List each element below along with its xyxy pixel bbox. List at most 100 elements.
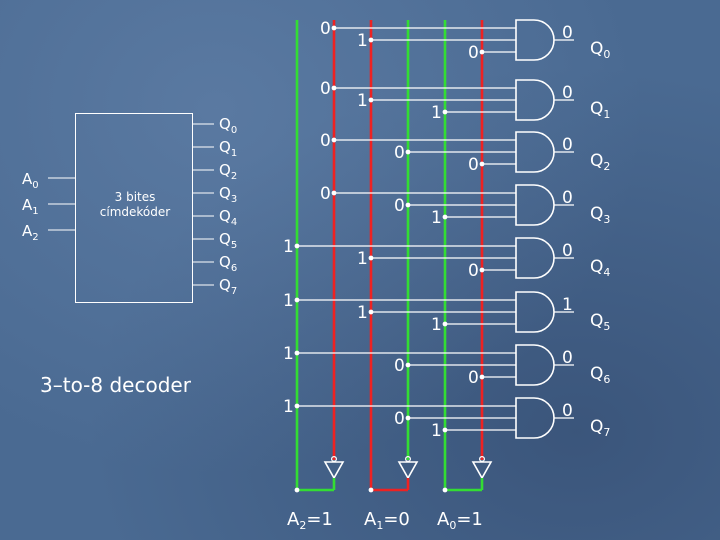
inverter-bubble-a2 xyxy=(331,456,338,463)
output-label-q2: Q2 xyxy=(219,161,238,182)
and-gate-2 xyxy=(515,131,555,173)
input-node-a0 xyxy=(442,487,448,493)
output-label-q3: Q3 xyxy=(219,184,238,205)
input-node-a2 xyxy=(294,487,300,493)
inverter-bubble-a1 xyxy=(405,456,412,463)
and-gate-4 xyxy=(515,237,555,279)
gate-3-input-value-1: 0 xyxy=(394,196,405,216)
gate-2-tap-0 xyxy=(331,137,337,143)
gate-4-tap-2 xyxy=(479,267,485,273)
gate-3-input-value-2: 1 xyxy=(431,208,442,228)
input-label-a2: A2 xyxy=(22,222,39,243)
output-label-q1: Q1 xyxy=(219,138,238,159)
gate-3-tap-0 xyxy=(331,190,337,196)
gate-7-output-label: Q7 xyxy=(590,417,610,439)
gate-6-input-value-0: 1 xyxy=(283,344,294,364)
and-gate-6 xyxy=(515,344,555,386)
and-gate-7 xyxy=(515,397,555,439)
gate-2-output-value: 0 xyxy=(562,135,573,155)
gate-1-output-value: 0 xyxy=(562,83,573,103)
gate-4-tap-0 xyxy=(294,243,300,249)
gate-7-tap-1 xyxy=(405,415,411,421)
gate-4-output-label: Q4 xyxy=(590,257,610,279)
bus-label-a1: A1=0 xyxy=(364,509,410,532)
gate-1-tap-1 xyxy=(368,97,374,103)
bus-label-a0: A0=1 xyxy=(437,509,483,532)
gate-6-output-label: Q6 xyxy=(590,364,610,386)
gate-4-output-value: 0 xyxy=(562,241,573,261)
gate-7-input-value-2: 1 xyxy=(431,421,442,441)
gate-5-input-value-2: 1 xyxy=(431,315,442,335)
inverter-a2 xyxy=(323,461,345,480)
gate-3-tap-2 xyxy=(442,214,448,220)
output-label-q6: Q6 xyxy=(219,253,238,274)
gate-0-tap-0 xyxy=(331,25,337,31)
gate-0-input-value-0: 0 xyxy=(320,19,331,39)
output-label-q7: Q7 xyxy=(219,276,238,297)
inverter-a1 xyxy=(397,461,419,480)
gate-0-tap-1 xyxy=(368,37,374,43)
decoder-block-label: 3 bites címdekóder xyxy=(99,190,171,219)
and-gate-0 xyxy=(515,19,555,61)
gate-3-output-value: 0 xyxy=(562,188,573,208)
gate-7-input-value-1: 0 xyxy=(394,409,405,429)
input-label-a1: A1 xyxy=(22,196,39,217)
decoder-block: 3 bites címdekóder xyxy=(75,113,193,303)
gate-1-input-value-1: 1 xyxy=(357,91,368,111)
gate-2-input-value-2: 0 xyxy=(468,155,479,175)
gate-0-output-value: 0 xyxy=(562,23,573,43)
gate-3-tap-1 xyxy=(405,202,411,208)
gate-1-output-label: Q1 xyxy=(590,99,610,121)
gate-5-input-value-1: 1 xyxy=(357,303,368,323)
input-label-a0: A0 xyxy=(22,170,39,191)
gate-1-tap-0 xyxy=(331,85,337,91)
output-label-q5: Q5 xyxy=(219,230,238,251)
decoder-caption: 3–to-8 decoder xyxy=(40,373,191,397)
gate-6-tap-1 xyxy=(405,362,411,368)
inverter-bubble-a0 xyxy=(479,456,486,463)
gate-5-output-label: Q5 xyxy=(590,311,610,333)
gate-3-input-value-0: 0 xyxy=(320,184,331,204)
gate-0-input-value-1: 1 xyxy=(357,31,368,51)
and-gate-5 xyxy=(515,291,555,333)
gate-4-input-value-2: 0 xyxy=(468,261,479,281)
gate-4-tap-1 xyxy=(368,255,374,261)
gate-1-input-value-0: 0 xyxy=(320,79,331,99)
and-gate-3 xyxy=(515,184,555,226)
gate-4-input-value-1: 1 xyxy=(357,249,368,269)
gate-4-input-value-0: 1 xyxy=(283,237,294,257)
gate-2-input-value-0: 0 xyxy=(320,131,331,151)
gate-1-tap-2 xyxy=(442,109,448,115)
gate-5-output-value: 1 xyxy=(562,295,573,315)
gate-5-input-value-0: 1 xyxy=(283,291,294,311)
gate-3-output-label: Q3 xyxy=(590,204,610,226)
gate-2-input-value-1: 0 xyxy=(394,143,405,163)
gate-2-tap-2 xyxy=(479,161,485,167)
gate-5-tap-0 xyxy=(294,297,300,303)
input-node-a1 xyxy=(368,487,374,493)
and-gate-1 xyxy=(515,79,555,121)
gate-7-tap-2 xyxy=(442,427,448,433)
bus-label-a2: A2=1 xyxy=(287,509,333,532)
inverter-a0 xyxy=(471,461,493,480)
gate-6-output-value: 0 xyxy=(562,348,573,368)
gate-7-output-value: 0 xyxy=(562,401,573,421)
gate-1-input-value-2: 1 xyxy=(431,103,442,123)
gate-6-tap-2 xyxy=(479,374,485,380)
gate-0-tap-2 xyxy=(479,49,485,55)
output-label-q4: Q4 xyxy=(219,207,238,228)
output-label-q0: Q0 xyxy=(219,115,238,136)
gate-0-input-value-2: 0 xyxy=(468,43,479,63)
gate-5-tap-2 xyxy=(442,321,448,327)
gate-7-tap-0 xyxy=(294,403,300,409)
gate-0-output-label: Q0 xyxy=(590,39,610,61)
gate-6-tap-0 xyxy=(294,350,300,356)
gate-2-tap-1 xyxy=(405,149,411,155)
gate-6-input-value-1: 0 xyxy=(394,356,405,376)
gate-5-tap-1 xyxy=(368,309,374,315)
gate-6-input-value-2: 0 xyxy=(468,368,479,388)
gate-7-input-value-0: 1 xyxy=(283,397,294,417)
gate-2-output-label: Q2 xyxy=(590,151,610,173)
